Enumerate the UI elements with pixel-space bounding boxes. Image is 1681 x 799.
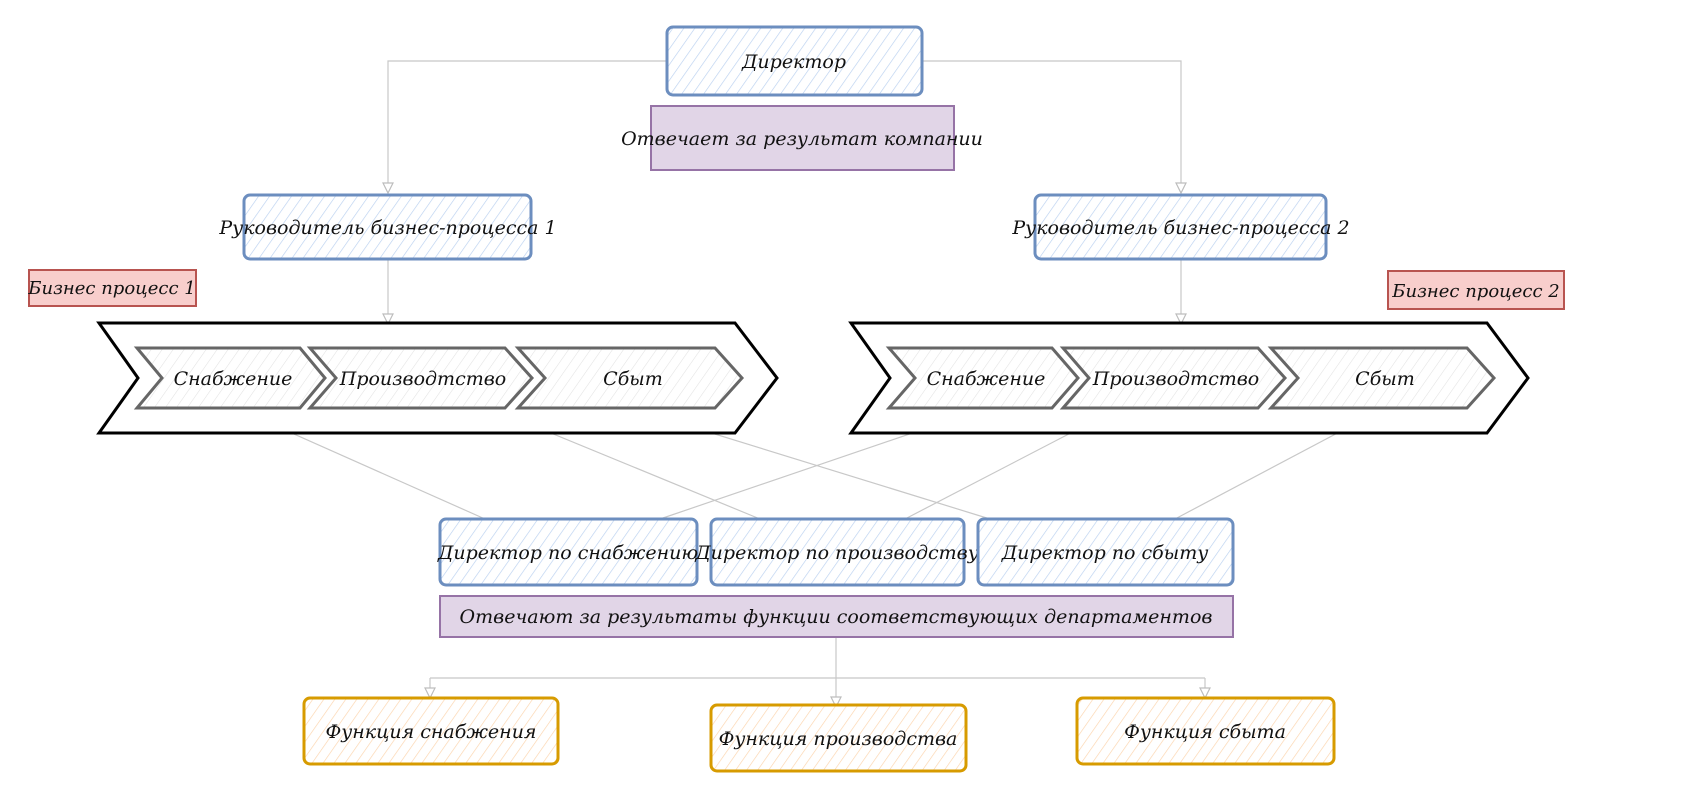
sales-function-label: Функция сбыта <box>1124 721 1286 743</box>
connector-note-to-functions <box>429 637 1206 700</box>
process-tag-2-label: Бизнес процесс 2 <box>1391 281 1559 302</box>
arrowhead <box>1175 313 1187 326</box>
production-director-box[interactable]: Директор по производству <box>694 517 979 587</box>
process-2-stage-2[interactable]: Производтство <box>1059 346 1288 410</box>
arrowhead <box>382 182 394 195</box>
process-1-stage-3[interactable]: Сбыт <box>514 346 745 410</box>
process-lead-1-label: Руководитель бизнес-процесса 1 <box>218 217 556 239</box>
sales-director-box[interactable]: Директор по сбыту <box>976 517 1235 587</box>
arrowhead <box>830 696 842 709</box>
process-tag-1[interactable]: Бизнес процесс 1 <box>27 269 197 307</box>
stage-label: Сбыт <box>1355 368 1415 390</box>
process-1[interactable]: Снабжение Производтство Сбыт <box>96 321 779 435</box>
connector-director-to-lead-2 <box>922 60 1182 190</box>
stage-label: Сбыт <box>603 368 663 390</box>
stage-label: Производтство <box>1092 368 1259 390</box>
arrowhead <box>1199 687 1211 700</box>
sales-function-box[interactable]: Функция сбыта <box>1075 696 1336 766</box>
process-lead-1-box[interactable]: Руководитель бизнес-процесса 1 <box>218 193 557 261</box>
arrowhead <box>1175 182 1187 195</box>
sales-director-label: Директор по сбыту <box>1001 542 1209 564</box>
supply-function-box[interactable]: Функция снабжения <box>302 696 560 766</box>
director-label: Директор <box>741 51 846 73</box>
production-function-box[interactable]: Функция производства <box>709 703 968 773</box>
stage-label: Снабжение <box>927 368 1046 390</box>
connectors <box>239 60 1382 709</box>
production-director-label: Директор по производству <box>694 542 979 564</box>
department-note-text: Отвечают за результаты функции соответст… <box>460 606 1213 628</box>
stage-label: Производтство <box>339 368 506 390</box>
director-note[interactable]: Отвечает за результат компании <box>621 105 983 171</box>
supply-function-label: Функция снабжения <box>325 721 536 743</box>
arrowhead <box>424 687 436 700</box>
supply-director-box[interactable]: Директор по снабжению <box>437 517 699 587</box>
process-2-stage-3[interactable]: Сбыт <box>1267 346 1497 410</box>
supply-director-label: Директор по снабжению <box>437 542 698 564</box>
process-tag-2[interactable]: Бизнес процесс 2 <box>1387 270 1565 310</box>
production-function-label: Функция производства <box>719 728 958 750</box>
arrowhead <box>382 313 394 326</box>
process-1-stage-2[interactable]: Производтство <box>306 346 535 410</box>
process-1-stage-1[interactable]: Снабжение <box>133 346 327 410</box>
director-box[interactable]: Директор <box>665 25 924 97</box>
connector-director-to-lead-1 <box>387 60 667 190</box>
department-note[interactable]: Отвечают за результаты функции соответст… <box>439 595 1234 638</box>
process-2[interactable]: Снабжение Производтство Сбыт <box>848 321 1530 435</box>
process-2-stage-1[interactable]: Снабжение <box>885 346 1080 410</box>
director-note-text: Отвечает за результат компании <box>621 128 983 150</box>
process-lead-2-box[interactable]: Руководитель бизнес-процесса 2 <box>1011 193 1350 261</box>
process-tag-1-label: Бизнес процесс 1 <box>27 278 195 299</box>
process-lead-2-label: Руководитель бизнес-процесса 2 <box>1011 217 1349 239</box>
stage-label: Снабжение <box>174 368 293 390</box>
